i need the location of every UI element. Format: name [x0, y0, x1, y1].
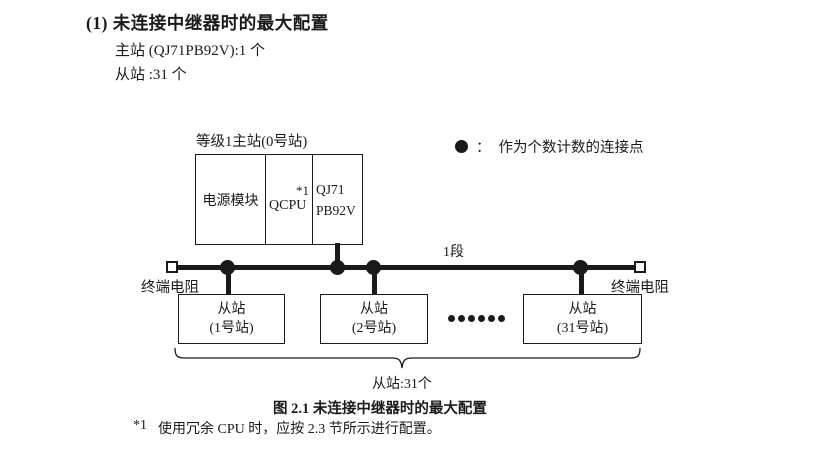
legend-text: 作为个数计数的连接点 [498, 140, 644, 156]
footnote-marker: *1 [133, 418, 147, 433]
footnote-ref-marker: *1 [296, 183, 309, 198]
connection-point-dot [220, 260, 235, 275]
slave-station-label: 从站 [568, 302, 597, 317]
network-module-name-line1: QJ71 [316, 181, 345, 197]
slave-total-label: 从站:31个 [372, 377, 432, 392]
footnote-text: 使用冗余 CPU 时，应按 2.3 节所示进行配置。 [158, 422, 441, 437]
master-drop-line [335, 243, 340, 267]
network-module-cell: QJ71 PB92V [313, 155, 362, 244]
slave-station-label: 从站 [360, 302, 388, 317]
cpu-module-name: QCPU [269, 198, 307, 213]
slave-station-label: 从站 [217, 302, 246, 317]
cpu-module-cell: *1 QCPU [266, 155, 313, 244]
slave31-drop-line [579, 267, 584, 295]
legend: ： 作为个数计数的连接点 [455, 136, 644, 157]
connection-point-dot [573, 260, 588, 275]
master-count-text: 主站 (QJ71PB92V):1 个 [115, 43, 266, 59]
network-module-name-line2: PB92V [316, 202, 356, 218]
terminating-resistor-right-label: 终端电阻 [611, 280, 669, 296]
terminating-resistor-left-icon [166, 261, 178, 273]
slave1-drop-line [226, 267, 231, 295]
connection-point-icon [455, 140, 468, 153]
slave-station-2-box: 从站 (2号站) [320, 294, 428, 344]
power-module-cell: 电源模块 [196, 155, 266, 244]
ellipsis-dots-icon [448, 315, 505, 322]
slave-range-brace [174, 347, 641, 369]
footnote: *1 使用冗余 CPU 时，应按 2.3 节所示进行配置。 [133, 418, 441, 438]
connection-point-dot [366, 260, 381, 275]
section-title: (1) 未连接中继器时的最大配置 [86, 13, 329, 33]
legend-separator: ： [476, 140, 491, 156]
slave-station-number: (1号站) [209, 321, 254, 336]
slave-station-number: (2号站) [351, 321, 397, 336]
slave2-drop-line [372, 267, 377, 295]
slave-station-number: (31号站) [556, 321, 609, 336]
connection-point-dot [330, 260, 345, 275]
figure-caption: 图 2.1 未连接中继器时的最大配置 [273, 401, 487, 417]
terminating-resistor-right-icon [634, 261, 646, 273]
terminating-resistor-left-label: 终端电阻 [141, 280, 199, 296]
segment-label: 1段 [443, 245, 464, 260]
slave-station-1-box: 从站 (1号站) [178, 294, 285, 344]
master-station-box: 电源模块 *1 QCPU QJ71 PB92V [195, 154, 363, 245]
bus-line [177, 265, 636, 270]
master-station-label: 等级1主站(0号站) [196, 134, 308, 150]
slave-station-31-box: 从站 (31号站) [523, 294, 642, 344]
slave-count-text: 从站 :31 个 [115, 67, 187, 83]
